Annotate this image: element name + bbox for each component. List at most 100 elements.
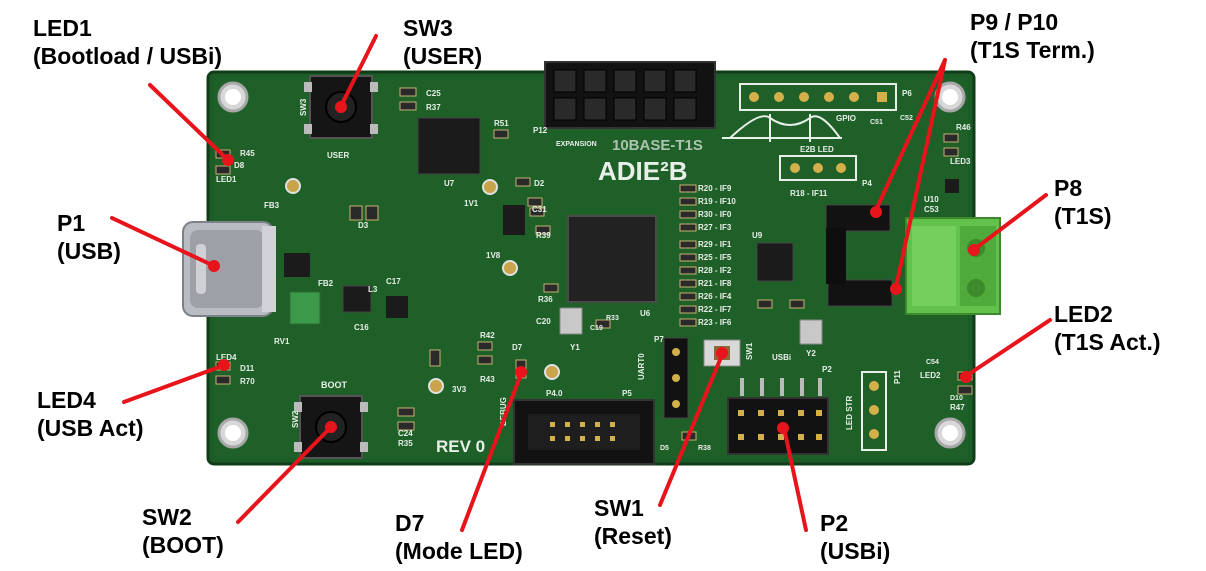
callout-d7-desc: (Mode LED) [395, 538, 523, 564]
svg-text:R21 - IF8: R21 - IF8 [698, 279, 732, 288]
callout-p1: P1 (USB) [57, 209, 121, 265]
svg-text:C17: C17 [386, 277, 401, 286]
arrow-p8 [968, 193, 1048, 256]
svg-text:1V1: 1V1 [464, 199, 479, 208]
callout-sw2-desc: (BOOT) [142, 532, 224, 558]
svg-text:R26 - IF4: R26 - IF4 [698, 292, 732, 301]
svg-text:FB3: FB3 [264, 201, 280, 210]
svg-text:R70: R70 [240, 377, 255, 386]
callout-sw1-name: SW1 [594, 495, 644, 521]
svg-text:LED3: LED3 [950, 157, 971, 166]
svg-text:P12: P12 [533, 126, 548, 135]
if-resistor-array [679, 184, 697, 327]
svg-text:R51: R51 [494, 119, 509, 128]
svg-text:P4.0: P4.0 [546, 389, 563, 398]
callout-sw2: SW2 (BOOT) [142, 503, 224, 559]
product-silk-text: 10BASE-T1S [612, 137, 703, 154]
svg-text:LED4: LED4 [216, 353, 237, 362]
svg-text:E2B LED: E2B LED [800, 145, 834, 154]
callout-led1-name: LED1 [33, 15, 92, 41]
callout-p8-desc: (T1S) [1054, 203, 1112, 229]
callout-led2-desc: (T1S Act.) [1054, 329, 1161, 355]
callout-p2-name: P2 [820, 510, 849, 536]
svg-text:P11: P11 [893, 370, 902, 384]
gpio-header [739, 83, 897, 111]
svg-text:U9: U9 [752, 231, 763, 240]
callout-d7-name: D7 [395, 510, 425, 536]
svg-text:C51: C51 [870, 119, 883, 126]
svg-text:C20: C20 [536, 317, 551, 326]
svg-text:C25: C25 [426, 89, 441, 98]
svg-text:R29 - IF1: R29 - IF1 [698, 240, 732, 249]
callout-p8: P8 (T1S) [1054, 174, 1112, 230]
svg-text:U7: U7 [444, 179, 455, 188]
svg-text:R19 - IF10: R19 - IF10 [698, 197, 736, 206]
svg-text:SW2: SW2 [291, 410, 300, 428]
svg-text:C31: C31 [532, 205, 547, 214]
arrow-led1 [148, 83, 234, 166]
svg-text:Y1: Y1 [570, 343, 580, 352]
svg-text:D8: D8 [234, 161, 245, 170]
svg-text:P2: P2 [822, 365, 832, 374]
svg-text:R30 - IF0: R30 - IF0 [698, 210, 732, 219]
arrow-p10 [890, 58, 947, 295]
svg-text:D11: D11 [240, 364, 255, 373]
brand-logo-text: ADIE²B [598, 156, 688, 186]
arrow-led2 [960, 318, 1052, 383]
silkscreen-labels: ADIE²B 10BASE-T1S REV 0 GPIO E2B LED EXP… [216, 89, 971, 456]
svg-text:EXPANSION: EXPANSION [556, 141, 597, 148]
arrow-sw2 [236, 421, 337, 524]
svg-text:SW1: SW1 [745, 342, 754, 360]
svg-text:UART0: UART0 [637, 353, 646, 380]
svg-text:P4: P4 [862, 179, 872, 188]
svg-text:R47: R47 [950, 403, 965, 412]
expansion-header [544, 61, 716, 129]
svg-text:BOOT: BOOT [321, 380, 348, 390]
callout-p2-desc: (USBi) [820, 538, 891, 564]
callout-p1-name: P1 [57, 210, 86, 236]
svg-text:U6: U6 [640, 309, 651, 318]
terminal-block [905, 217, 1001, 315]
svg-text:P6: P6 [902, 89, 912, 98]
led-str-header [861, 371, 887, 451]
callout-led1-desc: (Bootload / USBi) [33, 43, 223, 69]
arrow-led4 [122, 359, 230, 404]
svg-text:R18 - IF11: R18 - IF11 [790, 189, 828, 198]
svg-text:C24: C24 [398, 429, 413, 438]
callout-p1-desc: (USB) [57, 238, 121, 264]
svg-text:R28 - IF2: R28 - IF2 [698, 266, 732, 275]
svg-text:C54: C54 [926, 359, 939, 366]
svg-text:R35: R35 [398, 439, 413, 448]
callout-led4-name: LED4 [37, 387, 96, 413]
svg-text:GPIO: GPIO [836, 114, 856, 123]
callout-p9-p10-desc: (T1S Term.) [970, 37, 1095, 63]
callout-led2-name: LED2 [1054, 301, 1113, 327]
callout-sw1: SW1 (Reset) [594, 494, 672, 550]
svg-text:LED STR: LED STR [845, 396, 854, 430]
svg-text:FB2: FB2 [318, 279, 334, 288]
svg-text:P7: P7 [654, 335, 664, 344]
callout-led4: LED4 (USB Act) [37, 386, 143, 442]
svg-text:C52: C52 [900, 115, 913, 122]
svg-text:C19: C19 [590, 325, 603, 332]
svg-text:USBi: USBi [772, 353, 791, 362]
svg-text:USER: USER [327, 151, 349, 160]
callout-d7: D7 (Mode LED) [395, 509, 523, 565]
svg-text:R45: R45 [240, 149, 255, 158]
arrow-d7 [460, 366, 527, 532]
callout-sw3-desc: (USER) [403, 43, 483, 69]
svg-text:R46: R46 [956, 123, 971, 132]
arrow-p2 [777, 422, 808, 532]
svg-text:LED1: LED1 [216, 175, 237, 184]
svg-text:R36: R36 [538, 295, 553, 304]
usb-c-connector [182, 221, 276, 317]
svg-text:R43: R43 [480, 375, 495, 384]
callout-sw3: SW3 (USER) [403, 14, 482, 70]
debug-header [513, 399, 655, 465]
svg-text:R20 - IF9: R20 - IF9 [698, 184, 732, 193]
callout-led1: LED1 (Bootload / USBi) [33, 14, 222, 70]
revision-text: REV 0 [436, 437, 485, 456]
arrow-sw3 [335, 34, 378, 113]
callout-led4-desc: (USB Act) [37, 415, 144, 441]
